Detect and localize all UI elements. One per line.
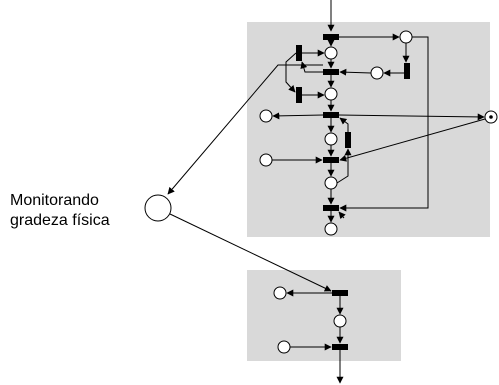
monitoring-place[interactable] — [144, 194, 172, 222]
upper-transition-4[interactable] — [323, 157, 339, 163]
upper-place-1[interactable] — [324, 46, 338, 60]
upper-left-place-1[interactable] — [259, 109, 273, 123]
arc-place4-sidetransition — [336, 148, 352, 184]
upper-transition-1[interactable] — [323, 34, 339, 40]
lower-left-place-1[interactable] — [273, 286, 287, 300]
arc-monitoring-to-lower — [169, 213, 332, 292]
arc-toprightplace-t5 — [339, 36, 429, 212]
arc-t3-leftplace1 — [272, 112, 324, 120]
upper-place-4[interactable] — [324, 176, 338, 190]
upper-right-transition[interactable] — [404, 63, 410, 79]
upper-subnet-box — [247, 22, 490, 237]
upper-loop-transition-left-bottom[interactable] — [296, 87, 302, 103]
upper-transition-5[interactable] — [323, 205, 339, 211]
arc-t3-external — [338, 113, 485, 121]
arc-t5-extra — [338, 211, 346, 220]
upper-transition-2[interactable] — [323, 69, 339, 75]
lower-left-place-2[interactable] — [277, 340, 291, 354]
lower-transition-2[interactable] — [332, 344, 348, 350]
upper-top-right-place[interactable] — [399, 30, 413, 44]
lower-middle-place[interactable] — [333, 314, 347, 328]
upper-side-transition[interactable] — [345, 132, 351, 148]
arc-leftloop-left — [285, 52, 297, 93]
upper-place-5[interactable] — [324, 222, 338, 236]
arc-sidetransition-t3 — [339, 117, 349, 132]
arc-external-t4 — [339, 118, 486, 162]
upper-loop-transition-left-top[interactable] — [296, 45, 302, 61]
upper-place-3[interactable] — [324, 132, 338, 146]
arc-rightplace-t2 — [339, 68, 372, 76]
upper-place-2[interactable] — [324, 87, 338, 101]
arc-subnet-to-monitoring — [167, 64, 323, 195]
monitoring-label-line1: Monitorando — [10, 192, 99, 209]
lower-transition-1[interactable] — [332, 290, 348, 296]
monitoring-label-line2: gradeza física — [10, 212, 110, 229]
token-dot — [489, 115, 493, 119]
upper-transition-3[interactable] — [323, 112, 339, 118]
upper-right-place[interactable] — [370, 66, 384, 80]
upper-left-place-2[interactable] — [259, 153, 273, 167]
